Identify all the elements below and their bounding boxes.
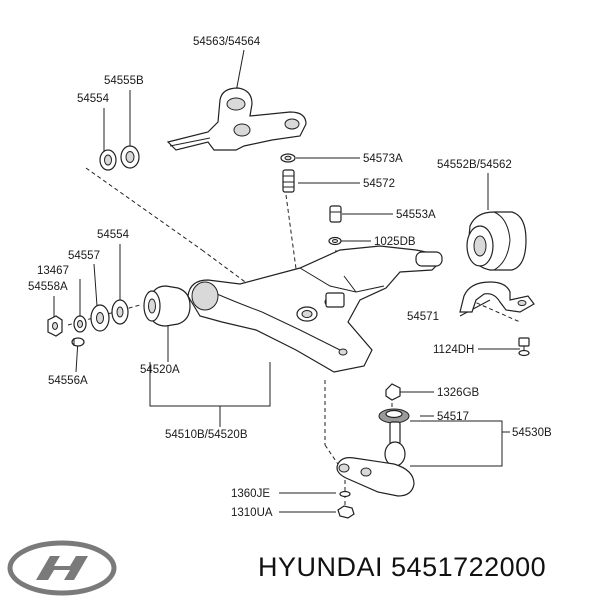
- label-54557: 54557: [68, 250, 100, 262]
- label-54517: 54517: [437, 411, 469, 423]
- label-1326gb: 1326GB: [437, 387, 480, 399]
- bracket-54563: [166, 87, 307, 151]
- label-54558a: 54558A: [28, 281, 68, 293]
- footer-brand-partnumber: HYUNDAI 5451722000: [258, 552, 546, 583]
- washers-54554-54557: [90, 299, 129, 332]
- washers-54554-54555b: [99, 145, 140, 171]
- bracket-54571: [459, 281, 535, 313]
- label-1360je: 1360JE: [231, 488, 270, 500]
- nut-54556a: [71, 337, 85, 347]
- label-54553a: 54553A: [396, 209, 436, 221]
- label-54572: 54572: [363, 178, 395, 190]
- fastener-1360je-1310ua: [337, 490, 355, 519]
- label-54520a: 54520A: [140, 364, 180, 376]
- label-54510b-54520b: 54510B/54520B: [165, 429, 248, 441]
- fastener-54573a-54572: [280, 153, 296, 193]
- label-54571: 54571: [407, 311, 439, 323]
- label-54552b-54562: 54552B/54562: [437, 159, 512, 171]
- label-54554-mid: 54554: [97, 229, 130, 241]
- label-54556a: 54556A: [48, 375, 88, 387]
- part-number: 5451722000: [391, 552, 547, 582]
- nut-13467: [73, 315, 87, 333]
- label-1310ua: 1310UA: [231, 507, 273, 519]
- label-54573a: 54573A: [363, 153, 403, 165]
- label-54554-top: 54554: [77, 93, 110, 105]
- bushing-54552b: [466, 211, 527, 271]
- leader-lines: [53, 49, 520, 513]
- bolt-1124dh: [518, 337, 530, 357]
- label-1025db: 1025DB: [374, 236, 416, 248]
- lower-arm-54510b: [187, 245, 443, 373]
- label-1124dh: 1124DH: [433, 344, 474, 356]
- fastener-54553a-1025db: [328, 205, 342, 246]
- washer-54558a: [47, 315, 63, 337]
- label-54555b: 54555B: [104, 75, 144, 87]
- brand-name: HYUNDAI: [258, 552, 384, 582]
- label-13467: 13467: [37, 265, 69, 277]
- label-54563-54564: 54563/54564: [193, 36, 261, 48]
- bushing-54520a: [143, 285, 191, 327]
- ball-joint-54530b: [336, 383, 415, 497]
- label-54530b: 54530B: [512, 427, 552, 439]
- hyundai-logo: [7, 540, 117, 596]
